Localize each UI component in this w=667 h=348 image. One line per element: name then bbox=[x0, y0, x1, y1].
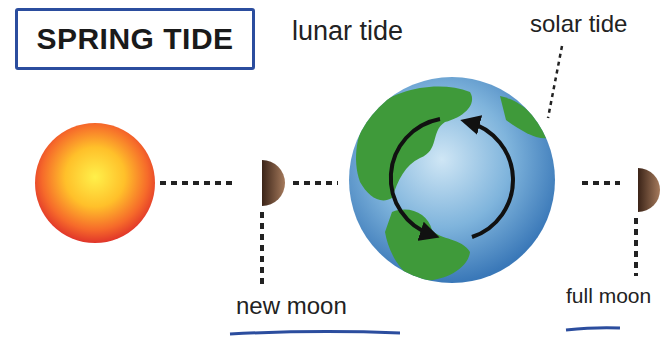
continent bbox=[500, 96, 548, 138]
alignment-line bbox=[582, 181, 620, 185]
earth bbox=[349, 77, 555, 283]
leader-line bbox=[260, 212, 264, 284]
continents bbox=[356, 86, 548, 280]
alignment-line bbox=[160, 181, 232, 185]
label-text: solar tide bbox=[530, 10, 627, 37]
label-text: lunar tide bbox=[292, 16, 403, 46]
label-text: full moon bbox=[566, 284, 651, 307]
title: SPRING TIDE bbox=[36, 22, 233, 57]
title-box: SPRING TIDE bbox=[15, 8, 255, 70]
solar-tide-label: solar tide bbox=[530, 10, 627, 38]
new-moon-label: new moon bbox=[236, 292, 347, 320]
leader-line bbox=[548, 46, 562, 118]
underline bbox=[230, 332, 400, 334]
continent bbox=[356, 86, 472, 200]
lunar-tide-label: lunar tide bbox=[292, 16, 403, 47]
leader-line bbox=[634, 218, 638, 276]
earth-globe bbox=[349, 77, 555, 283]
underline bbox=[566, 328, 620, 330]
sun bbox=[35, 123, 155, 243]
label-text: new moon bbox=[236, 292, 347, 319]
rotation-arrow bbox=[391, 119, 440, 235]
alignment-line bbox=[293, 181, 338, 185]
full-moon-symbol bbox=[638, 168, 660, 212]
continent bbox=[385, 210, 470, 281]
new-moon-symbol bbox=[262, 160, 285, 206]
full-moon-label: full moon bbox=[566, 284, 651, 308]
rotation-arrow bbox=[468, 122, 513, 237]
